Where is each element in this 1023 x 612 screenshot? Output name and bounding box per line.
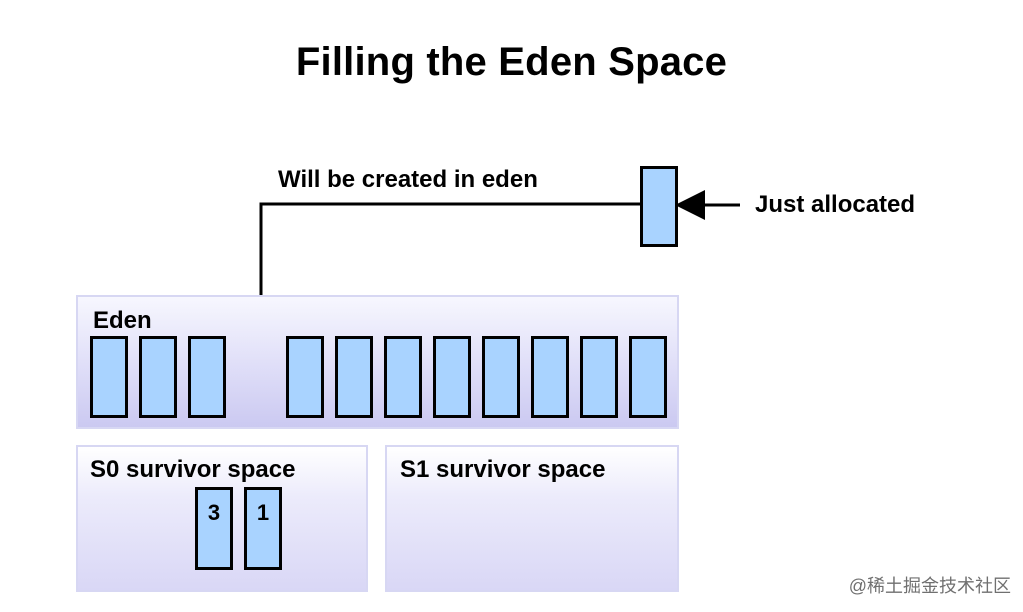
eden-label: Eden [93, 307, 152, 334]
eden-object-block-3 [188, 336, 226, 418]
eden-object-block-8 [482, 336, 520, 418]
eden-object-block-7 [433, 336, 471, 418]
just-allocated-label: Just allocated [755, 191, 916, 218]
diagram-title: Filling the Eden Space [295, 40, 728, 84]
eden-object-block-4 [286, 336, 324, 418]
s1-label: S1 survivor space [400, 456, 606, 483]
eden-object-block-11 [629, 336, 667, 418]
will-be-created-label: Will be created in eden [278, 166, 538, 193]
s0-object-block-1: 1 [244, 487, 282, 570]
allocated-object-block [640, 166, 678, 247]
eden-object-block-5 [335, 336, 373, 418]
s0-label: S0 survivor space [90, 456, 296, 483]
s1-survivor-space [385, 445, 679, 592]
eden-object-block-2 [139, 336, 177, 418]
eden-object-block-9 [531, 336, 569, 418]
eden-object-block-6 [384, 336, 422, 418]
eden-object-block-10 [580, 336, 618, 418]
eden-object-block-1 [90, 336, 128, 418]
watermark: @稀土掘金技术社区 [848, 576, 1011, 596]
s0-object-block-3: 3 [195, 487, 233, 570]
